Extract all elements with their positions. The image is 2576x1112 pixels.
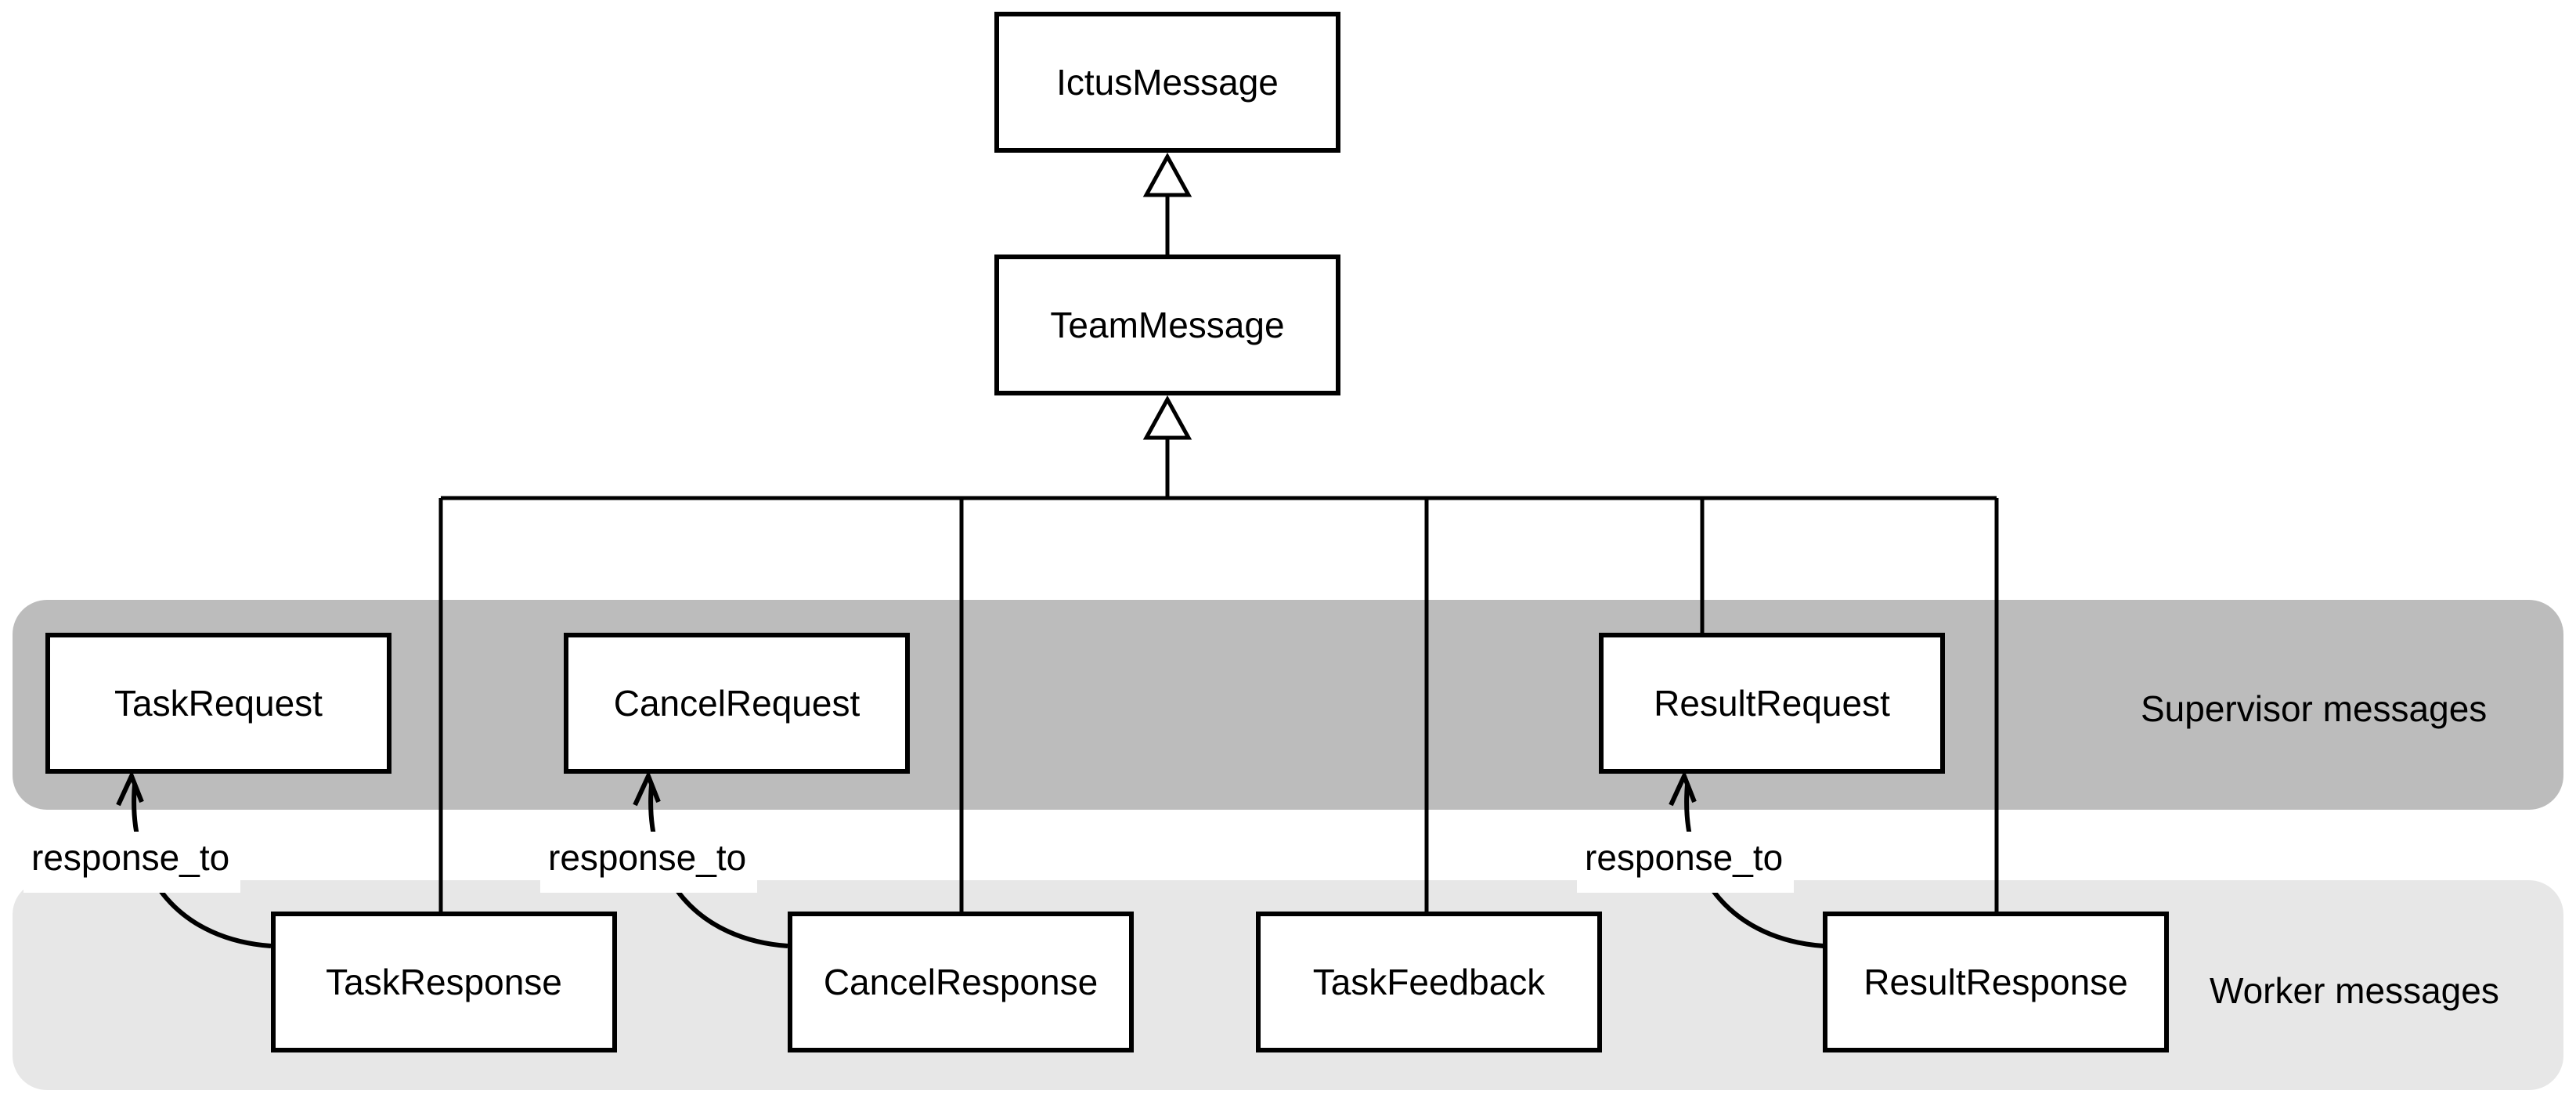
edge-label-response-to-task: response_to: [23, 832, 241, 893]
worker-band-label: Worker messages: [2210, 970, 2499, 1011]
response-to-arrow-cancel: [633, 770, 788, 948]
supervisor-band-label: Supervisor messages: [2141, 688, 2488, 729]
node-cancel-response: CancelResponse: [788, 912, 1134, 1052]
node-team-message: TeamMessage: [994, 255, 1340, 395]
node-task-response: TaskResponse: [271, 912, 617, 1052]
response-to-arrow-result: [1669, 770, 1824, 948]
inheritance-triangle-icon: [1142, 395, 1192, 440]
supervisor-messages-band: [13, 600, 2563, 810]
edge-label-response-to-cancel: response_to: [540, 832, 758, 893]
node-result-request: ResultRequest: [1599, 633, 1945, 774]
node-task-request: TaskRequest: [45, 633, 391, 774]
edge-label-response-to-result: response_to: [1577, 832, 1795, 893]
node-ictus-message: IctusMessage: [994, 12, 1340, 153]
node-cancel-request: CancelRequest: [564, 633, 910, 774]
response-to-arrow-task: [116, 770, 272, 948]
node-task-feedback: TaskFeedback: [1256, 912, 1602, 1052]
node-result-response: ResultResponse: [1823, 912, 2169, 1052]
inheritance-triangle-icon: [1142, 152, 1192, 197]
